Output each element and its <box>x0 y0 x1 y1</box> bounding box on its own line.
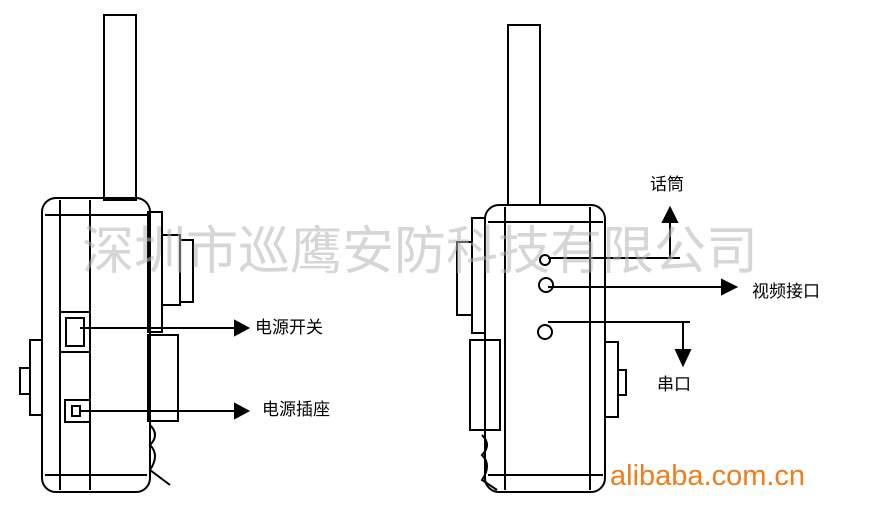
label-microphone: 话筒 <box>650 175 684 195</box>
right-antenna <box>507 24 541 206</box>
left-device-side-view <box>19 14 194 493</box>
arrow-icon <box>674 349 692 368</box>
label-power-switch: 电源开关 <box>255 318 323 338</box>
arrow-icon <box>661 205 679 223</box>
brand-watermark: alibaba.com.cn <box>610 460 806 492</box>
arrow-icon <box>721 278 739 296</box>
label-power-socket: 电源插座 <box>262 400 330 420</box>
serial-port <box>537 324 553 340</box>
left-antenna <box>103 14 137 201</box>
arrow-icon <box>234 319 251 337</box>
right-device-side-view <box>456 24 627 493</box>
watermark: 深圳市巡鹰安防科技有限公司 <box>82 222 759 282</box>
label-serial-port: 串口 <box>657 375 691 395</box>
arrow-icon <box>234 402 251 420</box>
microphone-port <box>539 254 551 266</box>
power-switch[interactable] <box>59 311 91 353</box>
video-port <box>538 277 554 293</box>
label-video-port: 视频接口 <box>752 282 820 302</box>
